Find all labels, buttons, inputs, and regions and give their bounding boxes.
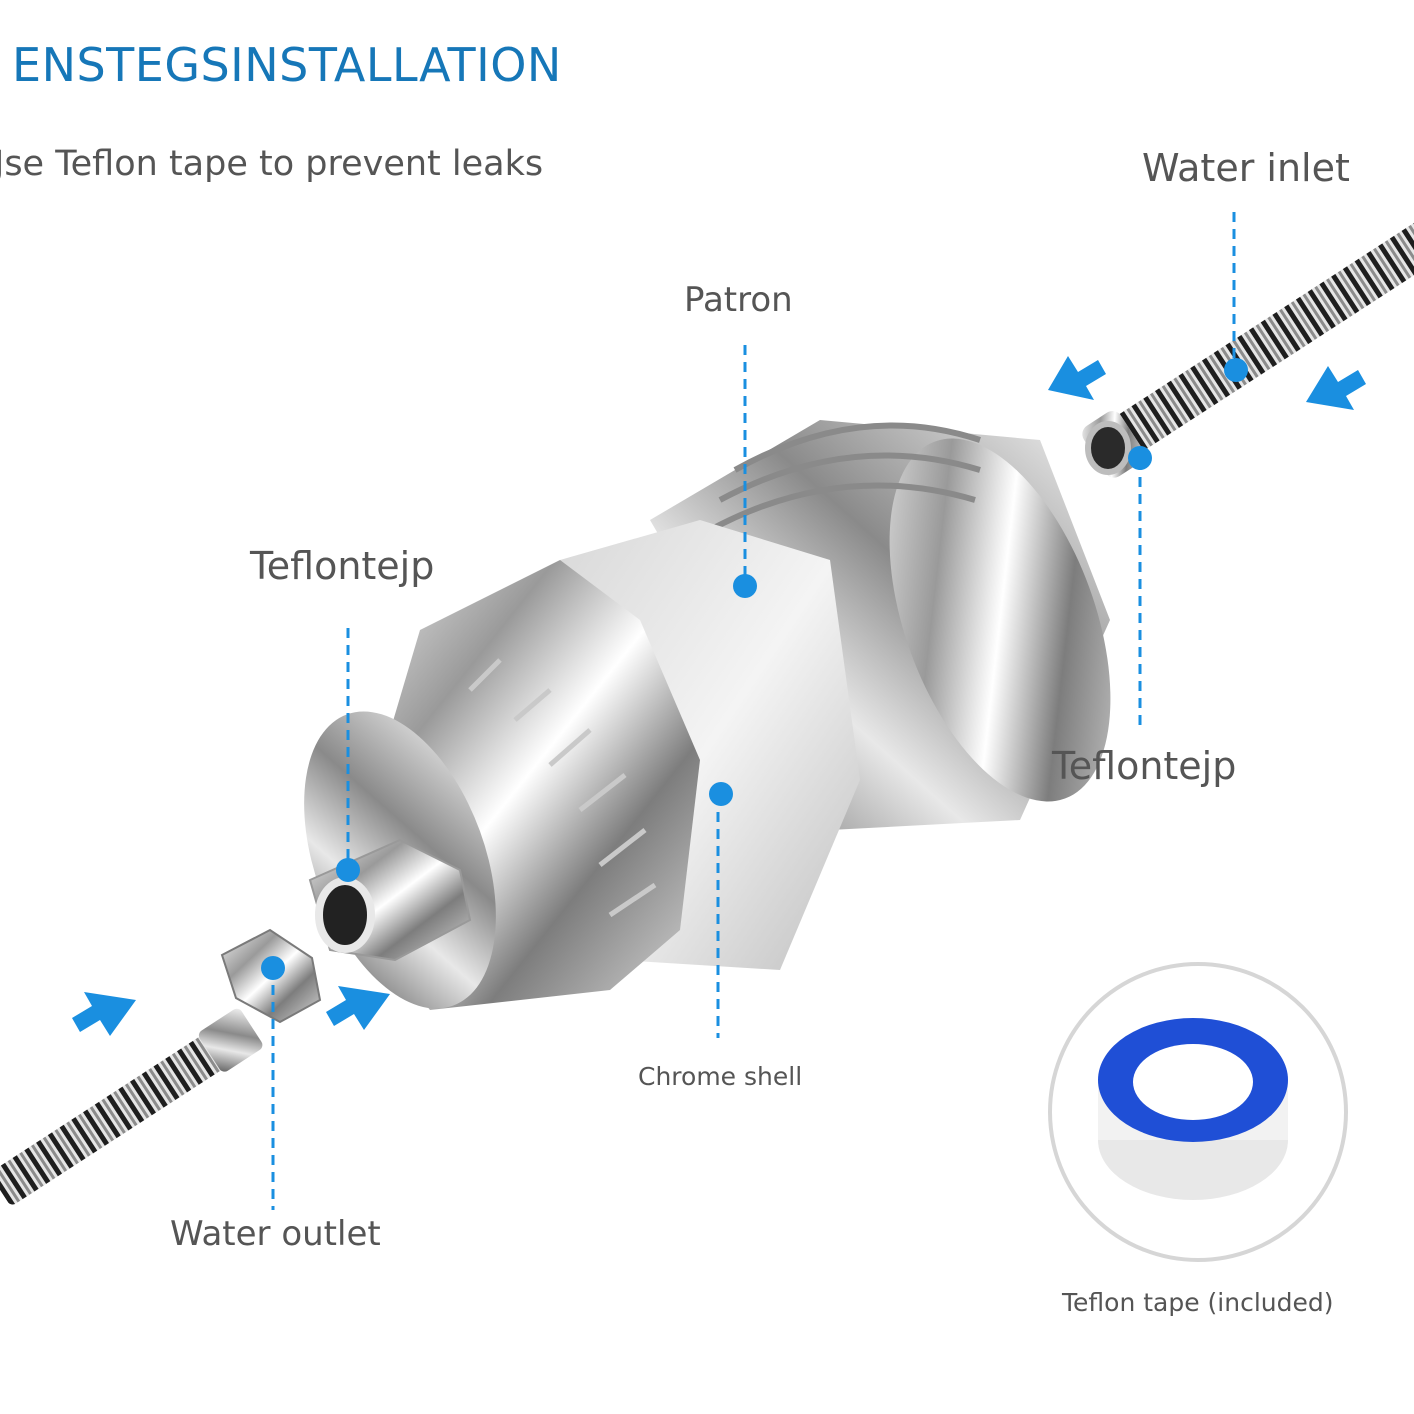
marker-dot [1224,358,1248,382]
marker-dot [1128,446,1152,470]
marker-dot [261,956,285,980]
marker-dots [261,358,1248,980]
teflon-tape-inset [1048,962,1348,1262]
callout-water-outlet: Water outlet [170,1214,381,1254]
marker-dot [733,574,757,598]
arrow-icon [1048,356,1106,400]
page-title: ENSTEGSINSTALLATION [12,38,562,92]
callout-teflon-included: Teflon tape (included) [1062,1288,1334,1317]
marker-dot [709,782,733,806]
outlet-hose [0,1008,263,1205]
page-subtitle: Jse Teflon tape to prevent leaks [0,144,544,184]
inlet-opening [1085,421,1131,475]
leader-lines [271,212,1236,1210]
flow-arrows [72,356,1366,1036]
callout-chrome-shell: Chrome shell [638,1062,803,1091]
callout-teflon-right: Teflontejp [1052,744,1237,788]
filter-body [304,420,1111,1010]
arrow-icon [326,986,390,1030]
marker-dot [336,858,360,882]
arrow-icon [1306,366,1366,410]
callout-water-inlet: Water inlet [1142,146,1350,190]
callout-patron: Patron [684,280,793,320]
callout-teflon-left: Teflontejp [250,544,435,588]
arrow-icon [72,992,136,1036]
